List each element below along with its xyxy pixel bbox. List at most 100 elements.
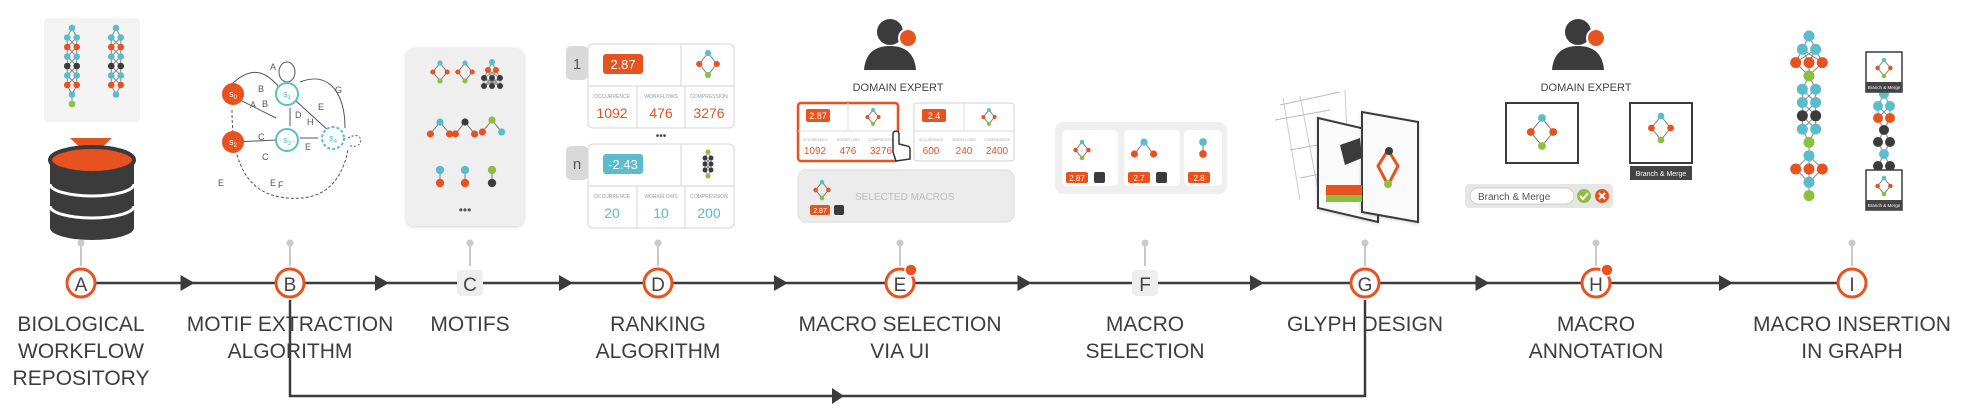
state-s3 bbox=[275, 128, 299, 152]
graph-node bbox=[68, 100, 76, 108]
edit-icon[interactable] bbox=[1156, 172, 1167, 183]
timeline-arrowhead bbox=[1017, 275, 1032, 291]
graph-node bbox=[489, 75, 495, 81]
motif-node bbox=[478, 128, 486, 136]
motif-glyph bbox=[1130, 138, 1158, 158]
metric-value: 600 bbox=[923, 146, 940, 157]
confirm-icon[interactable] bbox=[1577, 189, 1591, 203]
glyph-frame bbox=[1629, 102, 1693, 164]
graph-node bbox=[107, 53, 115, 60]
motif-node bbox=[1667, 124, 1674, 132]
tag-label: Branch & Merge bbox=[1868, 85, 1901, 90]
state-s2 bbox=[222, 131, 244, 153]
graph-node bbox=[1796, 97, 1808, 108]
state-label: s2 bbox=[229, 137, 238, 149]
motif-node bbox=[826, 187, 831, 193]
motif-glyph bbox=[1875, 175, 1893, 197]
motif-node bbox=[987, 122, 991, 126]
graph-node bbox=[117, 81, 125, 89]
column-label: WORKFLOWS bbox=[644, 194, 678, 200]
motif-node bbox=[1199, 150, 1207, 158]
edge-label: A bbox=[250, 100, 256, 110]
user-badge-icon bbox=[1586, 28, 1606, 48]
illustration-motifs-panel: ••• bbox=[406, 48, 524, 226]
edge-label: E bbox=[218, 178, 224, 188]
motif-node bbox=[876, 115, 881, 119]
motif-node bbox=[1073, 147, 1078, 153]
graph-node bbox=[107, 62, 115, 70]
motif-node bbox=[1199, 138, 1207, 146]
tag-label: Branch & Merge bbox=[1868, 203, 1901, 208]
graph-node bbox=[1810, 43, 1822, 55]
motif-glyph bbox=[460, 165, 470, 188]
motif-node bbox=[460, 165, 470, 175]
graph-node bbox=[708, 167, 714, 173]
column-label: WORKFLOWS bbox=[836, 138, 860, 142]
graph-node bbox=[117, 53, 125, 60]
score-value: -2.43 bbox=[608, 157, 638, 172]
step-letter: A bbox=[75, 275, 88, 296]
graph-node bbox=[1816, 163, 1828, 175]
step-label-line: ALGORITHM bbox=[228, 340, 353, 363]
annotation-input[interactable] bbox=[1469, 187, 1575, 205]
state-s1 bbox=[275, 82, 299, 106]
motif-node bbox=[488, 116, 496, 124]
edge-label: B bbox=[258, 84, 264, 94]
motif-node bbox=[1657, 112, 1665, 120]
metric-value: 3276 bbox=[870, 146, 893, 157]
graph-node bbox=[63, 72, 71, 79]
graph-node bbox=[1810, 110, 1822, 122]
user-step-icon bbox=[904, 263, 918, 277]
annotation-input-value: Branch & Merge bbox=[1478, 192, 1551, 203]
graph-node bbox=[485, 67, 491, 73]
graph-node bbox=[63, 43, 71, 51]
step-marker bbox=[274, 267, 306, 299]
motif-node bbox=[1888, 65, 1893, 71]
state-s0 bbox=[222, 83, 244, 105]
edit-icon[interactable] bbox=[1094, 172, 1105, 183]
expert-body bbox=[1552, 46, 1604, 70]
graph-node bbox=[1803, 30, 1815, 42]
user-step-icon bbox=[1600, 263, 1614, 277]
step-label-line: ALGORITHM bbox=[596, 340, 721, 363]
graph-node bbox=[1879, 125, 1889, 135]
graph-node bbox=[1803, 150, 1815, 162]
timeline-arrowhead bbox=[1250, 275, 1264, 291]
state-label: s4 bbox=[329, 133, 338, 145]
graph-node bbox=[705, 149, 711, 155]
motif-glyph bbox=[1199, 138, 1207, 158]
score-value: 2.87 bbox=[809, 111, 827, 121]
graph-node bbox=[117, 34, 125, 41]
motif-node bbox=[1079, 155, 1085, 161]
step-marker bbox=[457, 270, 483, 296]
edge-label: F bbox=[278, 180, 284, 190]
edge-label: E bbox=[318, 102, 324, 112]
motif-node bbox=[865, 115, 870, 119]
selected-macros-panel bbox=[797, 169, 1015, 223]
score-value: 2.4 bbox=[928, 111, 941, 121]
edit-icon[interactable] bbox=[834, 205, 844, 215]
stem-dot bbox=[896, 239, 904, 247]
motif-node bbox=[1150, 150, 1158, 158]
expert-head bbox=[1565, 19, 1591, 45]
graph-node bbox=[1879, 149, 1889, 159]
domain-expert-icon bbox=[1552, 19, 1606, 70]
graph-node bbox=[705, 173, 711, 179]
graph-node bbox=[489, 83, 495, 89]
motif-node bbox=[444, 69, 450, 75]
motif-node bbox=[987, 108, 991, 112]
stem-dot bbox=[1848, 239, 1856, 247]
step-label-line: ANNOTATION bbox=[1529, 340, 1664, 363]
score-badge bbox=[922, 109, 946, 122]
motif-node bbox=[871, 108, 875, 112]
column-label: OCCURRENCE bbox=[594, 194, 631, 200]
tag-bar bbox=[1866, 200, 1902, 210]
graph-node bbox=[1873, 101, 1883, 111]
motif-node bbox=[1079, 139, 1085, 145]
edge-label: B bbox=[262, 99, 268, 109]
graph-node bbox=[1796, 43, 1808, 55]
motif-node bbox=[436, 118, 444, 126]
motif-node bbox=[487, 165, 497, 175]
motif-node bbox=[871, 122, 875, 126]
